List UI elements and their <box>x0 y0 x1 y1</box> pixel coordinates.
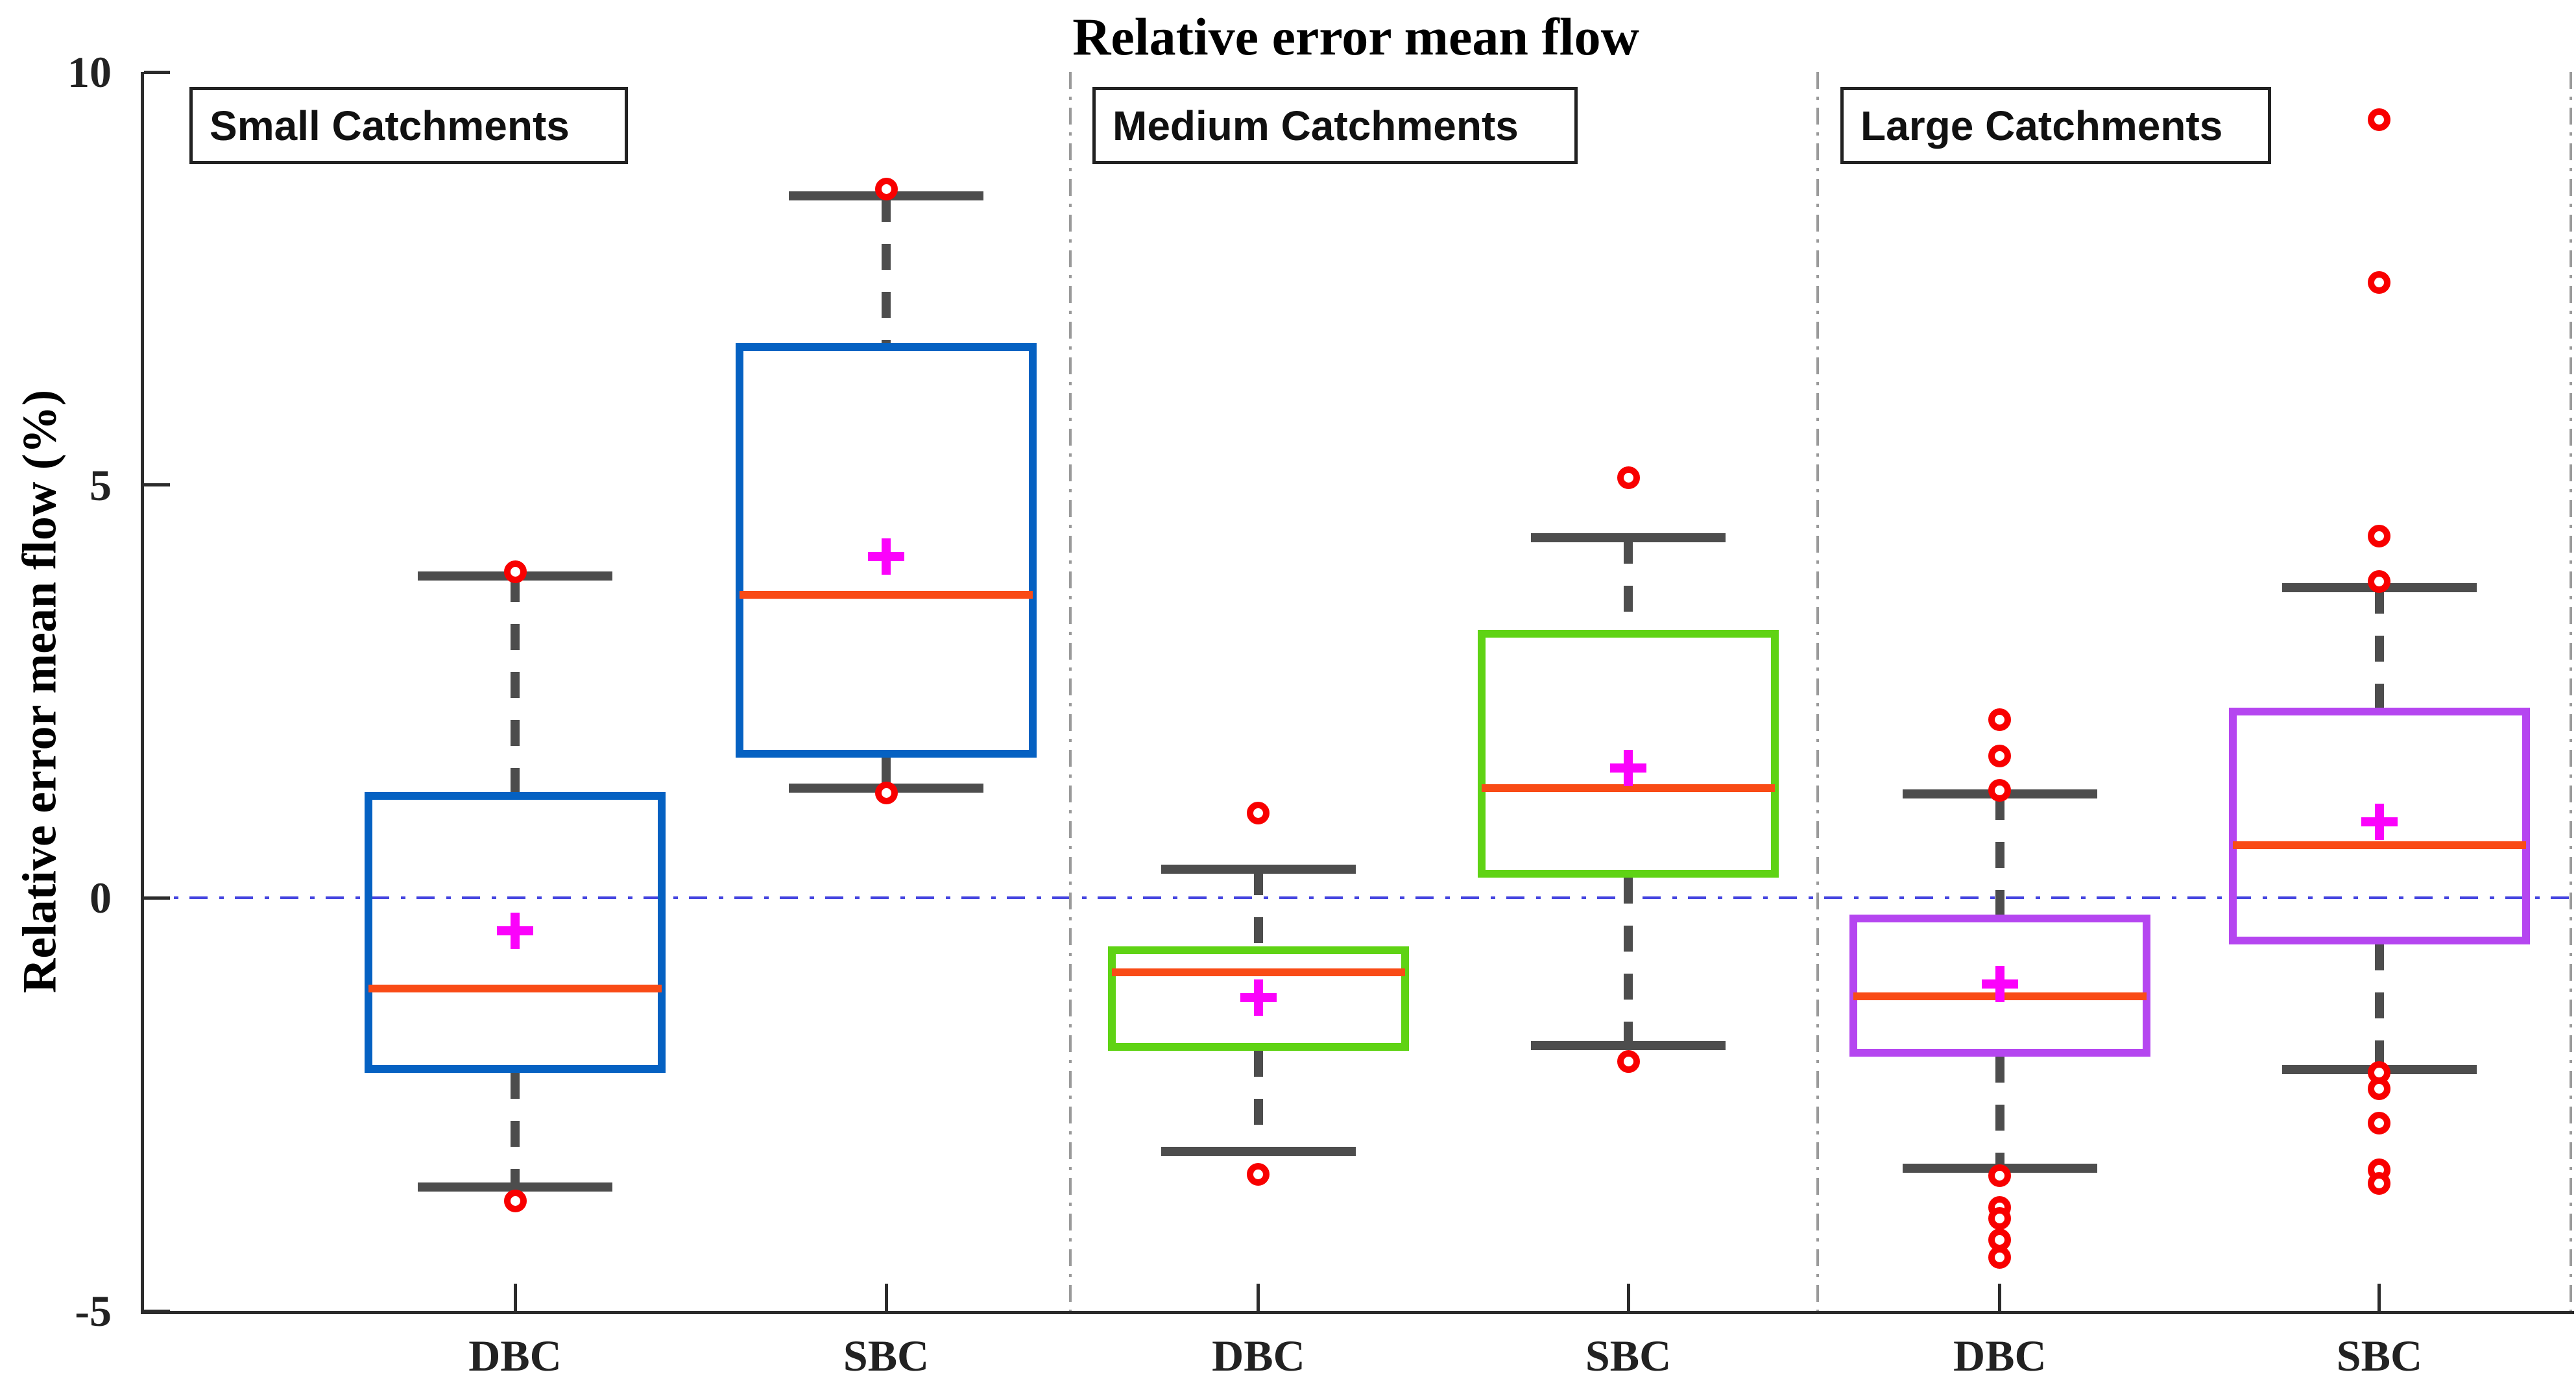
x-tick-mark <box>884 1284 888 1311</box>
outlier-point <box>2368 1172 2391 1195</box>
panel-label-large: Large Catchments <box>1840 87 2271 164</box>
whisker-lower <box>882 757 891 788</box>
outlier-point <box>1247 1163 1270 1186</box>
x-tick-mark <box>2377 1284 2381 1311</box>
outlier-point <box>2368 108 2391 132</box>
outlier-point <box>2368 1112 2391 1135</box>
whisker-upper <box>1253 869 1263 947</box>
outlier-point <box>1988 1206 2012 1230</box>
x-tick-mark <box>513 1284 517 1311</box>
y-tick-mark <box>144 70 170 74</box>
whisker-lower <box>1624 877 1633 1046</box>
whisker-upper <box>511 575 520 793</box>
whisker-cap-lower <box>1161 1147 1356 1157</box>
y-tick-label: 0 <box>90 873 112 923</box>
mean-marker <box>1610 750 1647 787</box>
x-tick-label: SBC <box>843 1331 930 1380</box>
outlier-point <box>874 782 898 805</box>
x-tick-mark <box>1998 1284 2002 1311</box>
whisker-lower <box>1253 1050 1263 1152</box>
whisker-lower <box>1995 1056 2004 1168</box>
box-sbc <box>736 342 1037 758</box>
mean-marker <box>1981 965 2018 1002</box>
median-line <box>2232 841 2526 849</box>
outlier-point <box>1988 744 2012 767</box>
median-line <box>1482 784 1776 792</box>
y-tick-label: 10 <box>67 47 112 97</box>
box-sbc <box>1478 629 1779 878</box>
x-tick-label: DBC <box>1212 1331 1305 1380</box>
mean-marker <box>497 913 533 950</box>
outlier-point <box>1617 466 1640 489</box>
box-dbc <box>365 792 666 1074</box>
y-tick-mark <box>144 896 170 900</box>
panel-divider <box>2570 72 2572 1311</box>
box-sbc <box>2228 708 2530 944</box>
y-tick-label: -5 <box>75 1286 112 1336</box>
whisker-upper <box>2374 587 2384 708</box>
outlier-point <box>874 178 898 201</box>
outlier-point <box>1988 1164 2012 1187</box>
outlier-point <box>2368 1077 2391 1100</box>
x-tick-mark <box>1257 1284 1260 1311</box>
x-tick-label: SBC <box>1585 1331 1672 1380</box>
outlier-point <box>2368 570 2391 594</box>
outlier-point <box>1988 1245 2012 1269</box>
mean-marker <box>2361 804 2398 841</box>
panel-divider <box>1068 72 1072 1311</box>
zero-reference-line <box>144 896 2574 900</box>
plot-area: 10 5 0 -5 Small Catchments Medium Catchments L… <box>67 47 2574 1380</box>
median-line <box>740 591 1033 599</box>
whisker-upper <box>1624 538 1633 630</box>
y-tick-label: 5 <box>90 460 112 510</box>
whisker-cap-lower <box>418 1182 612 1192</box>
box-dbc <box>1849 914 2150 1057</box>
whisker-cap-upper <box>1531 533 1726 543</box>
y-tick-mark <box>144 1309 170 1313</box>
median-line <box>1111 968 1405 976</box>
outlier-point <box>1617 1050 1640 1073</box>
x-tick-label: SBC <box>2336 1331 2423 1380</box>
x-tick-label: DBC <box>1953 1331 2047 1380</box>
whisker-cap-lower <box>1531 1041 1726 1051</box>
panel-divider <box>1816 72 1820 1311</box>
outlier-point <box>503 1190 527 1213</box>
outlier-point <box>2368 271 2391 294</box>
x-tick-label: DBC <box>468 1331 562 1380</box>
median-line <box>368 985 662 993</box>
whisker-cap-upper <box>1161 864 1356 874</box>
panel-label-medium: Medium Catchments <box>1092 87 1578 164</box>
outlier-point <box>1247 801 1270 824</box>
whisker-upper <box>1995 793 2004 915</box>
mean-marker <box>1240 979 1277 1016</box>
chart-title: Relative error mean flow <box>1072 7 1639 66</box>
y-tick-mark <box>144 483 170 487</box>
whisker-upper <box>882 196 891 343</box>
x-tick-mark <box>1626 1284 1630 1311</box>
outlier-point <box>2368 525 2391 548</box>
whisker-lower <box>511 1073 520 1187</box>
mean-marker <box>868 538 905 575</box>
outlier-point <box>1988 708 2012 731</box>
panel-label-small: Small Catchments <box>189 87 628 164</box>
whisker-lower <box>2374 944 2384 1070</box>
outlier-point <box>503 560 527 583</box>
outlier-point <box>1988 779 2012 802</box>
